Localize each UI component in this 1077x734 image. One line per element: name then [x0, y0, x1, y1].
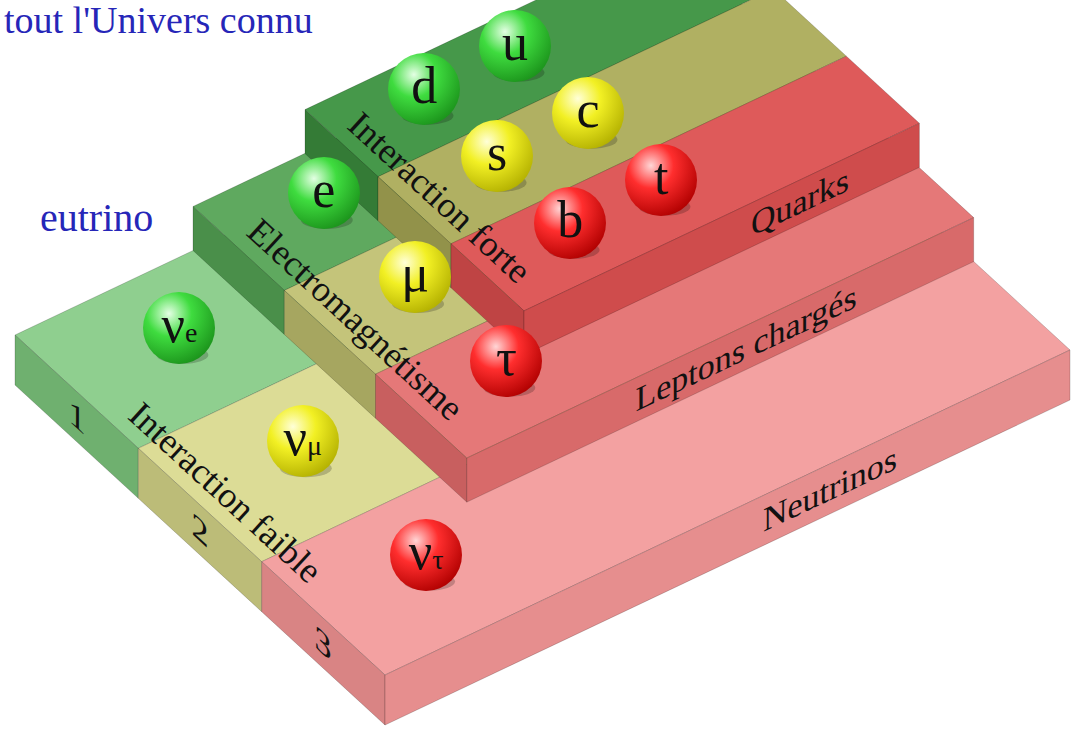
- particle-ball: u: [478, 9, 552, 83]
- slab-side-face: [15, 335, 138, 498]
- particle-symbol: u: [502, 17, 528, 69]
- slab-front-face: [524, 123, 919, 355]
- particle-ball: d: [387, 52, 461, 126]
- particle-ball: ντ: [389, 518, 463, 592]
- ball-circle: [288, 157, 360, 229]
- caption-fragment: tout l'Univers connu: [4, 0, 313, 41]
- ball-circle: [625, 144, 697, 216]
- ball-circle: [267, 405, 339, 477]
- particle-symbol: νμ: [283, 412, 322, 464]
- ball-circle: [388, 53, 460, 125]
- particle-ball: τ: [469, 324, 543, 398]
- particle-symbol: c: [577, 84, 600, 136]
- caption-fragment-holder: eutrino: [40, 196, 153, 240]
- particle-symbol: νe: [161, 299, 197, 351]
- particle-symbol: d: [411, 60, 437, 112]
- particle-ball: μ: [378, 240, 452, 314]
- particle-symbol: e: [312, 164, 335, 216]
- particle-ball: e: [287, 156, 361, 230]
- particle-ball: c: [551, 76, 625, 150]
- ball-circle: [479, 10, 551, 82]
- particle-ball: t: [624, 143, 698, 217]
- particle-symbol: ντ: [409, 526, 444, 578]
- ball-circle: [379, 241, 451, 313]
- caption-fragment-holder: tout l'Univers connu: [4, 0, 313, 42]
- particle-ball: νe: [142, 291, 216, 365]
- ball-circle: [552, 77, 624, 149]
- ball-circle: [390, 519, 462, 591]
- particle-symbol: t: [654, 151, 668, 203]
- particle-symbol: s: [487, 127, 507, 179]
- ball-circle: [534, 187, 606, 259]
- particle-symbol: b: [557, 194, 583, 246]
- particle-symbol: τ: [496, 332, 517, 384]
- particle-ball: b: [533, 186, 607, 260]
- particle-symbol: μ: [401, 248, 429, 300]
- ball-circle: [470, 325, 542, 397]
- caption-fragment: eutrino: [40, 195, 153, 240]
- ball-circle: [143, 292, 215, 364]
- slab-side-face: [262, 562, 385, 725]
- particle-ball: νμ: [266, 404, 340, 478]
- particle-ball: s: [460, 119, 534, 193]
- ball-circle: [461, 120, 533, 192]
